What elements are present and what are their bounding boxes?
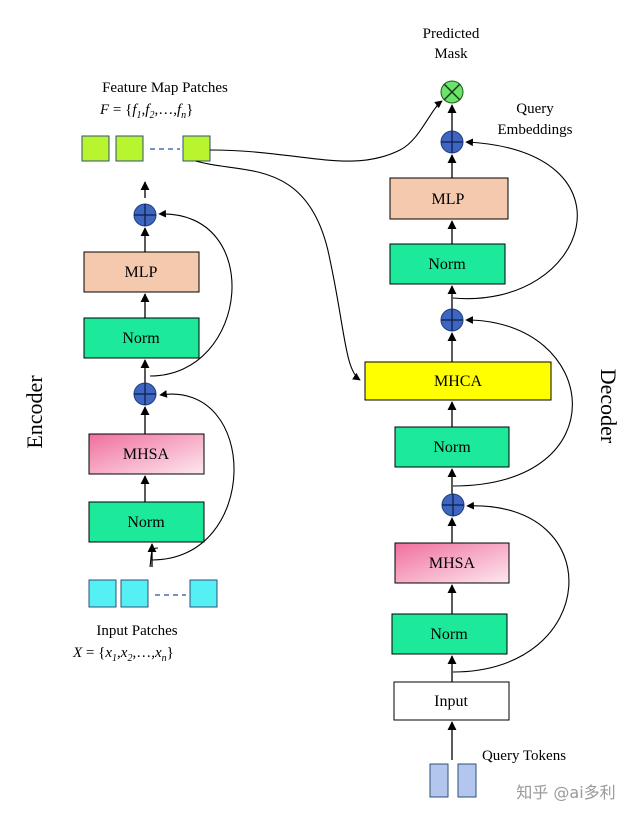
decoder-mlp-block bbox=[389, 177, 509, 220]
feature-patch-2 bbox=[115, 135, 144, 162]
svg-text:F = {f1,f2,…,fn}: F = {f1,f2,…,fn} bbox=[99, 102, 193, 121]
query-tokens-caption: Query Tokens bbox=[482, 748, 566, 764]
feature-patch-n bbox=[182, 135, 211, 162]
input-patch-2 bbox=[120, 579, 149, 608]
feature-map-formula: F = {f1,f2,…,fn} bbox=[99, 102, 193, 121]
feature-patch-1 bbox=[81, 135, 110, 162]
input-patch-n bbox=[189, 579, 218, 608]
query-token-2 bbox=[457, 763, 477, 798]
input-patches-caption: Input Patches bbox=[96, 623, 177, 639]
decoder-input-label: Input bbox=[434, 693, 468, 710]
decoder-norm-mid-block bbox=[394, 426, 510, 468]
encoder-norm-bottom-label: Norm bbox=[127, 514, 165, 531]
svg-text:X = {x1,x2,…,xn}: X = {x1,x2,…,xn} bbox=[72, 645, 174, 664]
decoder-mhca-label: MHCA bbox=[434, 373, 482, 390]
input-patch-1 bbox=[88, 579, 117, 608]
decoder-norm-mid-label: Norm bbox=[433, 439, 471, 456]
encoder-mhsa-block bbox=[88, 433, 205, 475]
encoder-title: Encoder bbox=[22, 375, 47, 449]
decoder-mhca-block bbox=[364, 361, 552, 401]
decoder-title: Decoder bbox=[596, 369, 621, 444]
decoder-input-block bbox=[393, 681, 510, 721]
predicted-mask-caption-line2: Mask bbox=[434, 46, 468, 62]
encoder-mlp-label: MLP bbox=[125, 264, 158, 281]
query-embeddings-caption-line1: Query bbox=[516, 101, 554, 117]
encoder-mlp-block bbox=[83, 251, 200, 293]
watermark: 知乎 @ai多利 bbox=[516, 783, 615, 802]
decoder-norm-bottom-block bbox=[391, 613, 508, 655]
encoder-mhsa-label: MHSA bbox=[123, 446, 170, 463]
decoder-mhsa-label: MHSA bbox=[429, 555, 476, 572]
feature-map-caption: Feature Map Patches bbox=[102, 80, 228, 96]
decoder-norm-top-block bbox=[389, 243, 506, 285]
encoder-norm-top-block bbox=[83, 317, 200, 359]
decoder-norm-top-label: Norm bbox=[428, 256, 466, 273]
input-patches-formula: X = {x1,x2,…,xn} bbox=[72, 645, 174, 664]
decoder-mlp-label: MLP bbox=[432, 191, 465, 208]
predicted-mask-caption-line1: Predicted bbox=[423, 26, 480, 42]
query-token-1 bbox=[429, 763, 449, 798]
decoder-mhsa-block bbox=[394, 542, 510, 584]
encoder-norm-top-label: Norm bbox=[122, 330, 160, 347]
query-embeddings-caption-line2: Embeddings bbox=[498, 122, 573, 138]
decoder-norm-bottom-label: Norm bbox=[430, 626, 468, 643]
encoder-norm-bottom-block bbox=[88, 501, 205, 543]
